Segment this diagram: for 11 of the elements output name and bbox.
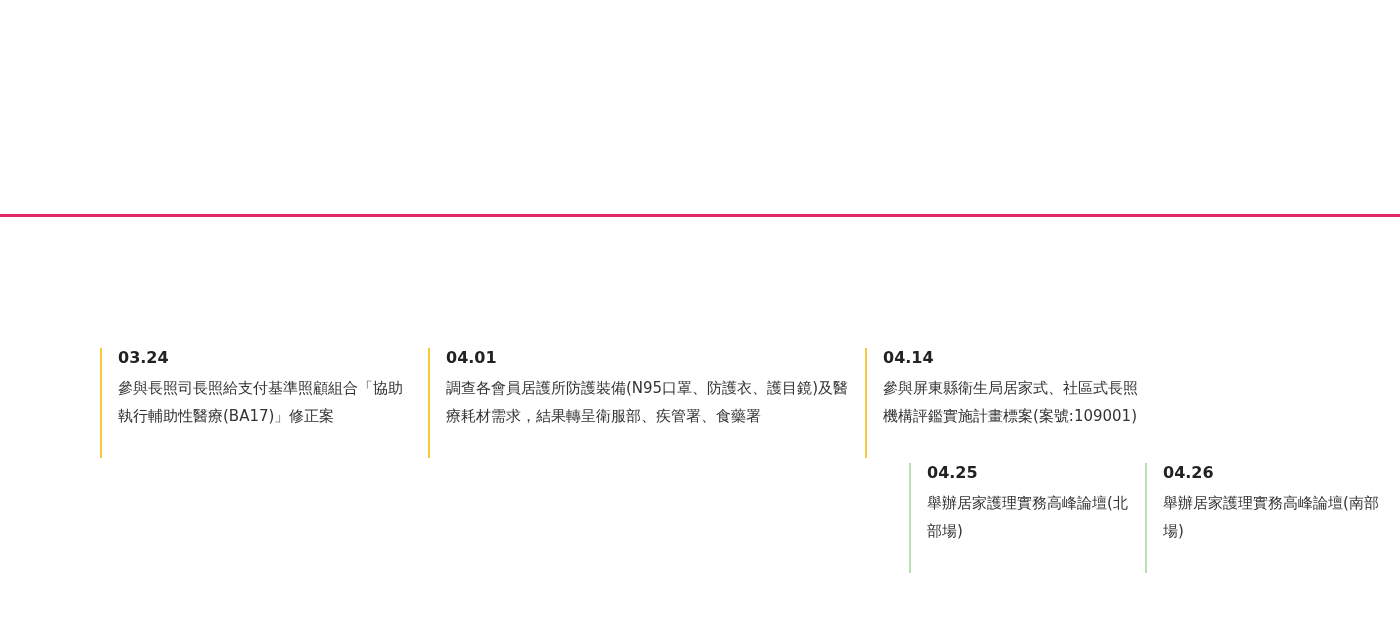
entry-description: 舉辦居家護理實務高峰論壇(北部場) [927, 493, 1129, 542]
entry-date: 04.25 [927, 463, 979, 483]
entry-date: 04.14 [883, 348, 935, 368]
timeline-entry [428, 348, 848, 458]
entry-date: 03.24 [118, 348, 170, 368]
entry-description: 調查各會員居護所防護裝備(N95口罩、防護衣、護目鏡)及醫療耗材需求，結果轉呈衛服部、疾管署、食藥署 [446, 378, 848, 427]
entry-date: 04.26 [1163, 463, 1215, 483]
entry-description: 參與屏東縣衛生局居家式、社區式長照機構評鑑實施計畫標案(案號:109001) [883, 378, 1139, 427]
entry-description: 舉辦居家護理實務高峰論壇(南部場) [1163, 493, 1380, 542]
entry-date: 04.01 [446, 348, 498, 368]
entry-description: 參與長照司長照給支付基準照顧組合「協助執行輔助性醫療(BA17)」修正案 [118, 378, 404, 427]
